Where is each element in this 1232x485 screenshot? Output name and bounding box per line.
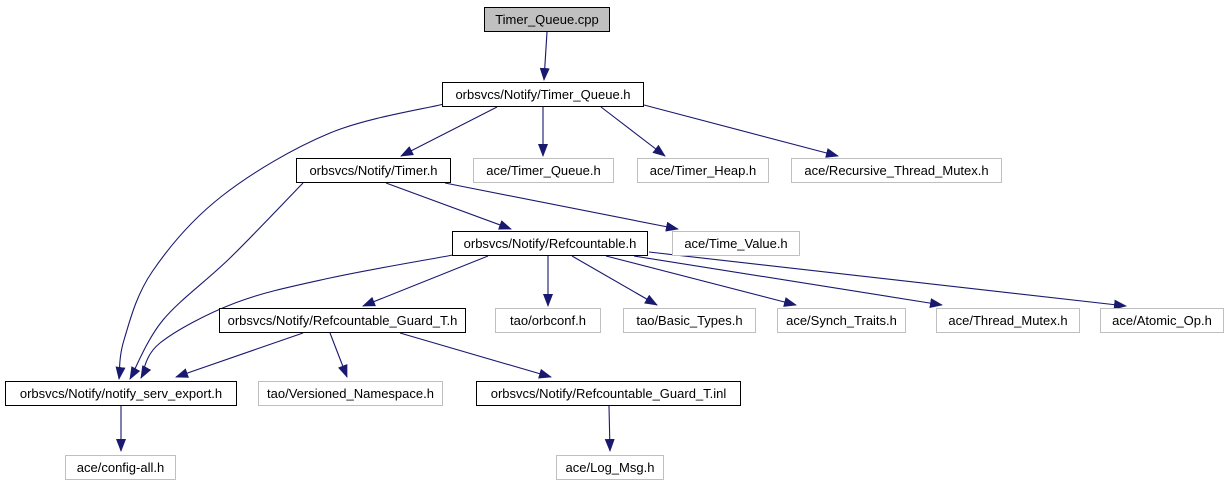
graph-node-ace-log-msg-h[interactable]: ace/Log_Msg.h [556, 455, 664, 480]
graph-node-label: ace/Atomic_Op.h [1112, 313, 1212, 328]
graph-node-ace-atomic-op-h[interactable]: ace/Atomic_Op.h [1100, 308, 1224, 333]
graph-node-ace-timer-queue-h[interactable]: ace/Timer_Queue.h [473, 158, 614, 183]
graph-node-notify-timer-h[interactable]: orbsvcs/Notify/Timer.h [296, 158, 451, 183]
graph-node-notify-refcountable-guard-t-inl[interactable]: orbsvcs/Notify/Refcountable_Guard_T.inl [476, 381, 741, 406]
graph-node-ace-time-value-h[interactable]: ace/Time_Value.h [672, 231, 800, 256]
graph-node-ace-config-all-h[interactable]: ace/config-all.h [65, 455, 176, 480]
edge-group [115, 31, 1127, 452]
edge-notify-timer-queue-h-to-notify-timer-h [400, 106, 498, 157]
graph-node-label: ace/config-all.h [76, 460, 165, 475]
graph-node-notify-refcountable-h[interactable]: orbsvcs/Notify/Refcountable.h [452, 231, 648, 256]
edge-notify-timer-h-to-notify-serv-export-h [129, 182, 304, 380]
edge-notify-refcountable-h-to-ace-synch-traits-h [605, 255, 797, 307]
graph-node-label: ace/Timer_Heap.h [649, 163, 757, 178]
edge-notify-refcountable-h-to-ace-thread-mutex-h [633, 255, 943, 309]
graph-node-label: orbsvcs/Notify/Refcountable_Guard_T.h [227, 313, 458, 328]
graph-node-ace-recursive-thread-mutex-h[interactable]: ace/Recursive_Thread_Mutex.h [791, 158, 1002, 183]
edge-notify-timer-queue-h-to-ace-recursive-thread-mutex-h [643, 104, 839, 158]
graph-node-label: tao/orbconf.h [510, 313, 586, 328]
graph-node-label: ace/Thread_Mutex.h [948, 313, 1068, 328]
edge-notify-refcountable-h-to-ace-atomic-op-h [648, 251, 1127, 310]
graph-node-label: ace/Timer_Queue.h [486, 163, 601, 178]
graph-node-ace-synch-traits-h[interactable]: ace/Synch_Traits.h [777, 308, 906, 333]
graph-node-label: Timer_Queue.cpp [495, 12, 599, 27]
edge-notify-timer-queue-h-to-notify-serv-export-h [115, 103, 445, 380]
graph-node-label: ace/Time_Value.h [684, 236, 788, 251]
graph-node-tao-basic-types-h[interactable]: tao/Basic_Types.h [623, 308, 756, 333]
graph-node-label: orbsvcs/Notify/Refcountable_Guard_T.inl [490, 386, 727, 401]
graph-node-label: tao/Versioned_Namespace.h [267, 386, 434, 401]
graph-node-label: ace/Synch_Traits.h [786, 313, 897, 328]
graph-node-notify-timer-queue-h[interactable]: orbsvcs/Notify/Timer_Queue.h [442, 82, 644, 107]
edge-notify-refcountable-h-to-notify-serv-export-h [140, 254, 454, 379]
edge-notify-refcountable-guard-t-h-to-notify-refcountable-guard-t-inl [399, 332, 552, 379]
edge-notify-refcountable-h-to-tao-basic-types-h [571, 255, 658, 306]
edge-notify-refcountable-guard-t-inl-to-ace-log-msg-h [604, 405, 615, 452]
graph-node-notify-serv-export-h[interactable]: orbsvcs/Notify/notify_serv_export.h [5, 381, 237, 406]
graph-node-timer-queue-cpp[interactable]: Timer_Queue.cpp [484, 7, 610, 32]
edge-notify-refcountable-guard-t-h-to-notify-serv-export-h [175, 332, 304, 378]
edge-notify-refcountable-h-to-notify-refcountable-guard-t-h [362, 255, 489, 307]
graph-node-label: tao/Basic_Types.h [636, 313, 743, 328]
graph-node-ace-timer-heap-h[interactable]: ace/Timer_Heap.h [637, 158, 769, 183]
graph-node-notify-refcountable-guard-t-h[interactable]: orbsvcs/Notify/Refcountable_Guard_T.h [219, 308, 466, 333]
graph-node-label: orbsvcs/Notify/Timer.h [309, 163, 438, 178]
graph-node-label: orbsvcs/Notify/Timer_Queue.h [455, 87, 631, 102]
edge-notify-timer-queue-h-to-ace-timer-heap-h [600, 106, 666, 157]
edge-notify-timer-h-to-ace-time-value-h [444, 182, 679, 232]
graph-node-label: ace/Recursive_Thread_Mutex.h [804, 163, 989, 178]
graph-node-tao-versioned-namespace-h[interactable]: tao/Versioned_Namespace.h [258, 381, 443, 406]
edge-notify-refcountable-guard-t-h-to-tao-versioned-namespace-h [329, 332, 348, 378]
graph-node-label: orbsvcs/Notify/Refcountable.h [463, 236, 637, 251]
graph-node-ace-thread-mutex-h[interactable]: ace/Thread_Mutex.h [936, 308, 1080, 333]
graph-node-label: orbsvcs/Notify/notify_serv_export.h [19, 386, 223, 401]
edge-timer-queue-cpp-to-notify-timer-queue-h [539, 31, 550, 81]
graph-node-label: ace/Log_Msg.h [565, 460, 655, 475]
edge-notify-timer-h-to-notify-refcountable-h [385, 182, 512, 230]
graph-node-tao-orbconf-h[interactable]: tao/orbconf.h [495, 308, 601, 333]
